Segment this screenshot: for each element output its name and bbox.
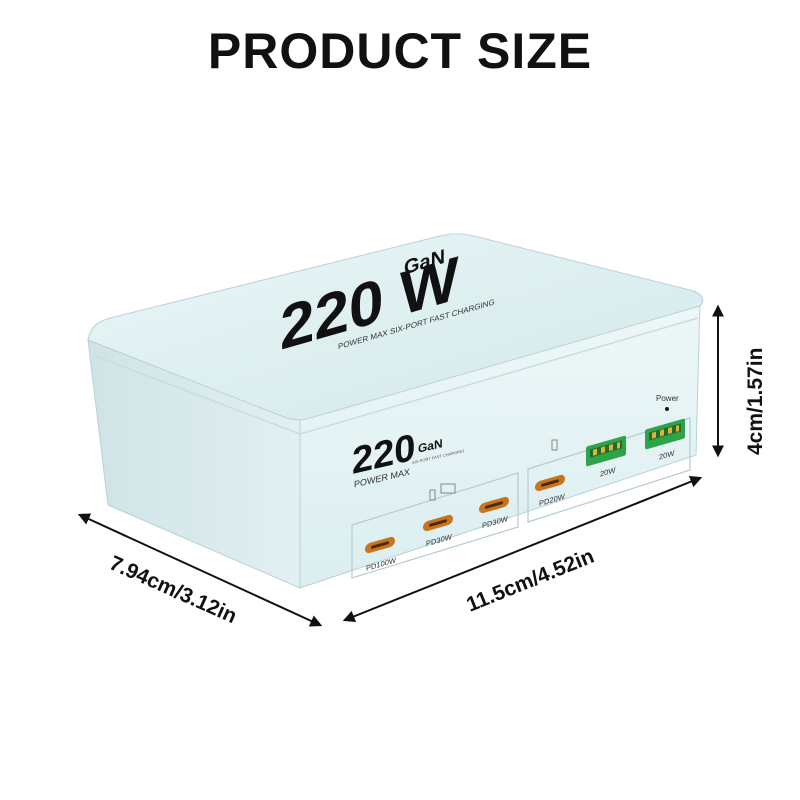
power-indicator-dot xyxy=(665,407,669,411)
width-label: 11.5cm/4.52in xyxy=(463,545,597,617)
page-title: PRODUCT SIZE xyxy=(207,23,593,79)
front-brand-gan: GaN xyxy=(418,436,443,456)
charger-top-face xyxy=(87,233,704,421)
depth-label: 7.94cm/3.12in xyxy=(106,552,240,629)
power-label: Power xyxy=(656,394,679,403)
depth-arrow xyxy=(77,513,323,627)
height-label: 4cm/1.57in xyxy=(744,348,767,455)
top-brand-unit: W xyxy=(400,244,459,329)
phone-icon xyxy=(551,439,558,451)
lid-seam xyxy=(94,317,699,435)
width-arrow xyxy=(342,475,703,623)
